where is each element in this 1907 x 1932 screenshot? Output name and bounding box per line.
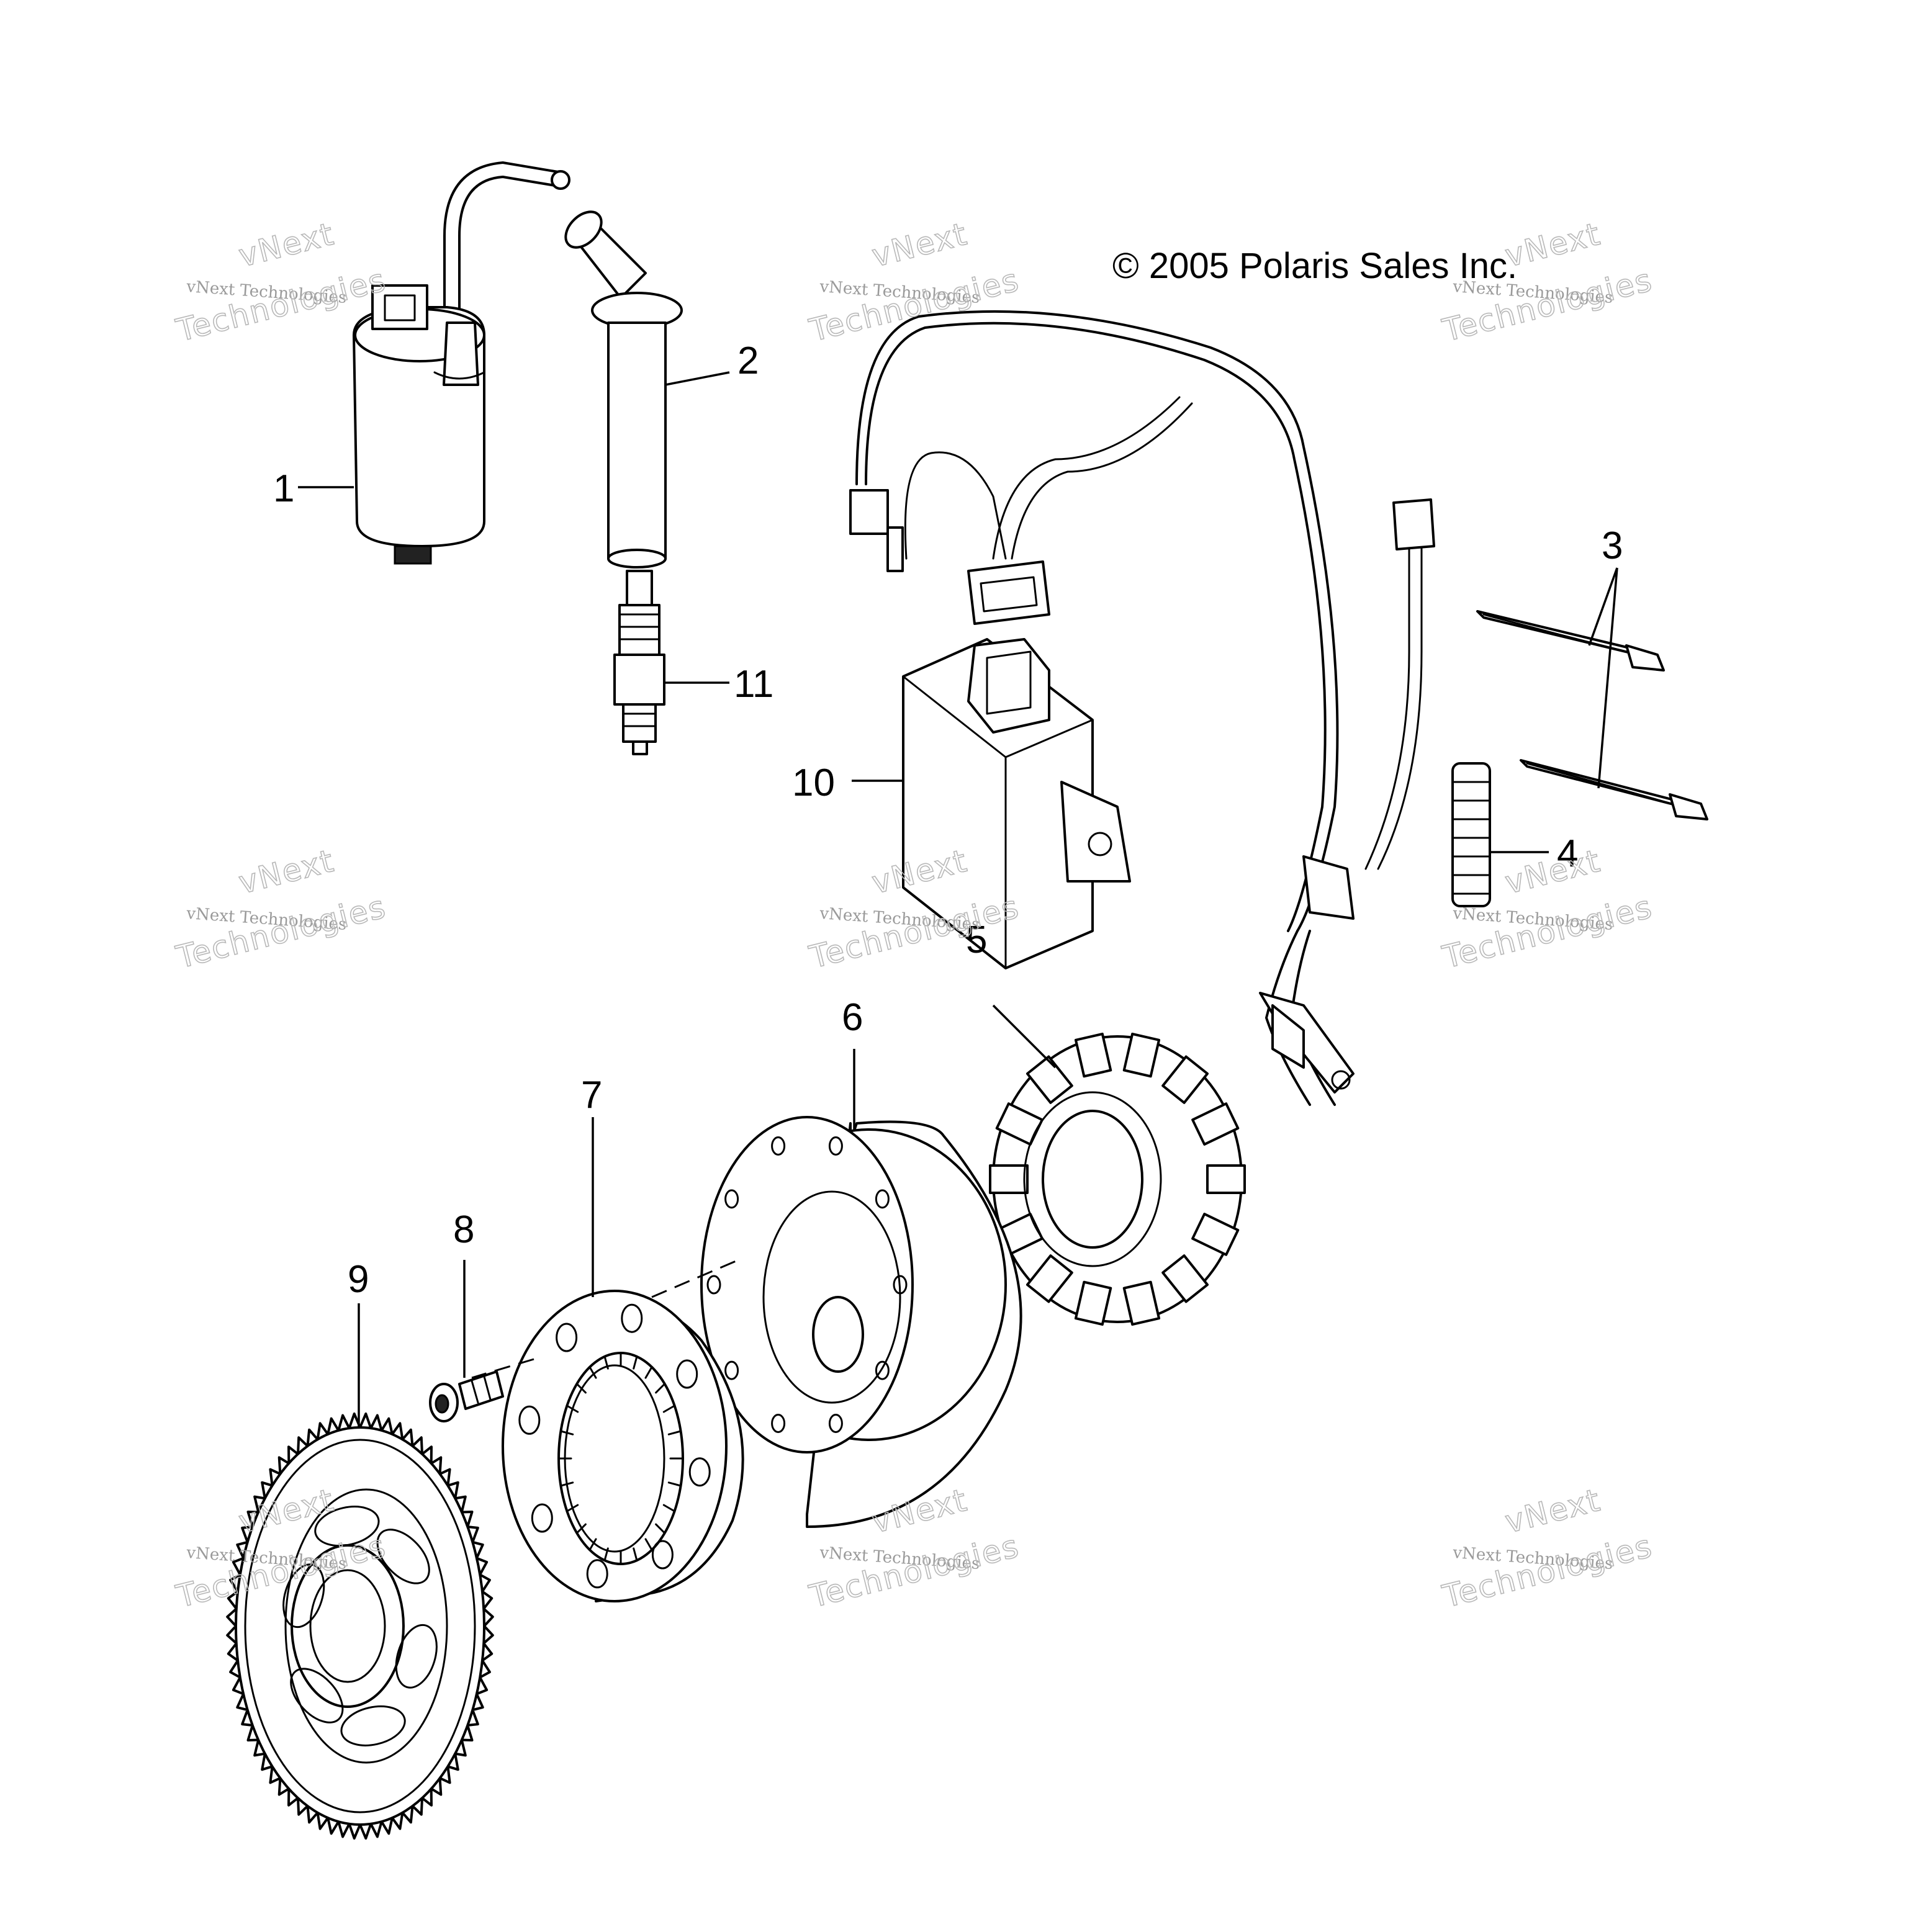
clutch-roller xyxy=(633,1547,638,1561)
gear-window xyxy=(395,1624,438,1689)
leader-3 xyxy=(1588,567,1618,789)
clutch-hole xyxy=(621,1303,643,1333)
starter-clutch xyxy=(502,1290,744,1602)
gear-window xyxy=(314,1506,380,1547)
spark-plug-cap xyxy=(564,210,683,568)
stator-pole xyxy=(1026,1055,1073,1104)
flywheel-hole xyxy=(724,1189,739,1209)
cdi-box xyxy=(902,638,1131,969)
harness-clips xyxy=(1476,610,1708,820)
clutch-roller xyxy=(667,1481,682,1487)
clutch-hole xyxy=(556,1323,578,1352)
clutch-roller xyxy=(575,1523,587,1534)
clutch-roller xyxy=(655,1383,666,1394)
callout-11: 11 xyxy=(734,663,773,706)
watermark-top: vNext xyxy=(235,216,338,274)
stator xyxy=(989,1032,1246,1326)
leader-2 xyxy=(665,371,730,386)
clutch-roller xyxy=(588,1538,597,1551)
flywheel-hole xyxy=(771,1136,786,1156)
clutch-roller xyxy=(575,1383,587,1394)
flywheel-hole xyxy=(828,1136,843,1156)
clutch-hole xyxy=(676,1359,698,1389)
flywheel-hole xyxy=(724,1360,739,1380)
clutch-roller xyxy=(559,1481,574,1487)
flywheel xyxy=(700,1116,1022,1528)
clutch-hole xyxy=(586,1559,608,1589)
spark-plug xyxy=(613,570,665,755)
watermark-large: Technologies xyxy=(173,889,390,976)
watermark-large: Technologies xyxy=(1439,1528,1656,1615)
clutch-hole xyxy=(518,1405,541,1435)
stator-pole xyxy=(1026,1254,1073,1303)
clutch-roller xyxy=(667,1430,682,1436)
gear-window xyxy=(282,1563,325,1629)
callout-1: 1 xyxy=(273,467,294,510)
grommet xyxy=(1451,762,1491,907)
watermark-top: vNext xyxy=(1502,1482,1604,1540)
flywheel-hole xyxy=(875,1360,890,1380)
watermark-large: Technologies xyxy=(806,262,1023,349)
clutch-roller xyxy=(644,1538,653,1551)
leader-5 xyxy=(992,1004,1057,1069)
callout-10: 10 xyxy=(792,762,835,804)
stator-pole xyxy=(1191,1213,1240,1256)
clutch-roller xyxy=(566,1504,579,1512)
clutch-hole xyxy=(688,1457,711,1487)
stator-pole xyxy=(1161,1055,1209,1104)
flywheel-hole xyxy=(771,1414,786,1433)
flywheel-hole xyxy=(706,1275,721,1295)
callout-5: 5 xyxy=(966,919,987,961)
watermark-top: vNext xyxy=(235,843,338,901)
callout-8: 8 xyxy=(453,1208,474,1251)
wire-harness xyxy=(849,310,1435,1106)
callout-4: 4 xyxy=(1557,832,1578,875)
stator-pole xyxy=(995,1102,1044,1146)
flywheel-hole xyxy=(893,1275,908,1295)
clutch-roller xyxy=(559,1430,574,1436)
clutch-hole xyxy=(531,1503,553,1533)
stator-pole xyxy=(1122,1280,1161,1326)
callout-9: 9 xyxy=(348,1258,369,1301)
clutch-roller xyxy=(603,1355,609,1370)
clutch-roller xyxy=(633,1355,638,1370)
stator-pole xyxy=(1206,1164,1246,1194)
stator-pole xyxy=(1161,1254,1209,1303)
callout-2: 2 xyxy=(737,339,759,382)
stator-pole xyxy=(989,1164,1029,1194)
dash-8-7 xyxy=(471,1358,534,1379)
callout-6: 6 xyxy=(842,996,863,1039)
clutch-roller xyxy=(588,1366,597,1379)
ignition-coil xyxy=(353,161,570,565)
clutch-roller xyxy=(655,1523,666,1534)
clutch-roller xyxy=(603,1547,609,1561)
callout-7: 7 xyxy=(581,1074,602,1117)
clutch-roller xyxy=(662,1404,676,1413)
flywheel-hole xyxy=(875,1189,890,1209)
flywheel-hole xyxy=(828,1414,843,1433)
clutch-roller xyxy=(662,1504,676,1512)
gear-window xyxy=(340,1705,406,1746)
clutch-roller xyxy=(644,1366,653,1379)
watermark-large: Technologies xyxy=(806,1528,1023,1615)
stator-pole xyxy=(1191,1102,1240,1146)
stator-pole xyxy=(1074,1032,1112,1078)
clutch-hole xyxy=(651,1540,674,1570)
dash-7-6 xyxy=(651,1259,739,1298)
watermark-top: vNext xyxy=(868,216,971,274)
clutch-roller xyxy=(566,1404,579,1413)
screw xyxy=(429,1370,504,1422)
gear-window xyxy=(376,1529,430,1584)
callout-3: 3 xyxy=(1602,524,1623,567)
stator-pole xyxy=(1074,1280,1112,1326)
watermark-top: vNext xyxy=(1502,216,1604,274)
stator-pole xyxy=(1122,1032,1161,1078)
starter-gear xyxy=(226,1412,494,1840)
copyright-text: © 2005 Polaris Sales Inc. xyxy=(1112,246,1517,286)
gear-window xyxy=(290,1668,344,1723)
